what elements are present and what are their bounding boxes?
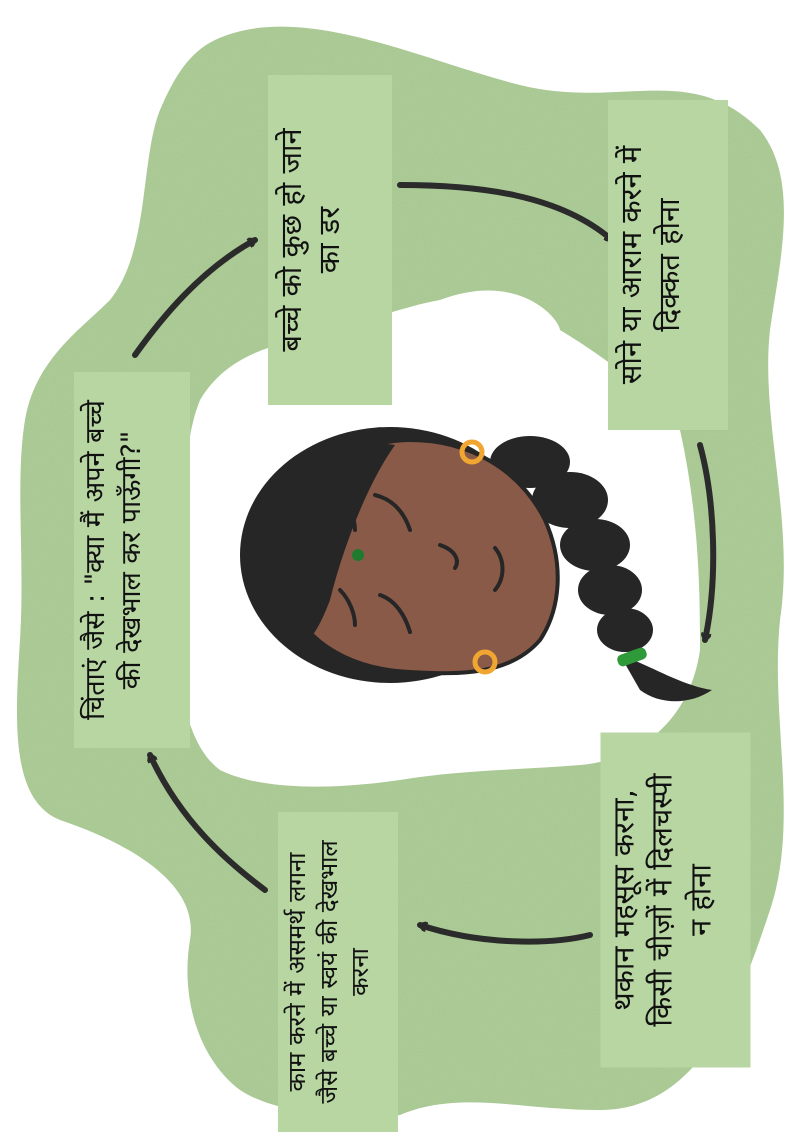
- cycle-item-fatigue: थकान महसूस करना, किसी चीज़ों में दिलचस्प…: [601, 733, 751, 1068]
- cycle-item-sleep-difficulty: सोने या आराम करने में दिक्कत होना: [608, 100, 728, 430]
- cycle-item-worries: चिंताएं जैसे : "क्या मैं अपने बच्चे की द…: [74, 372, 190, 748]
- cycle-item-fear: बच्चे को कुछ हो जाने का डर: [268, 75, 392, 405]
- bindi: [352, 549, 364, 561]
- cycle-item-inability-to-work: काम करने में असमर्थ लगना जैसे बच्चे या स…: [278, 812, 398, 1132]
